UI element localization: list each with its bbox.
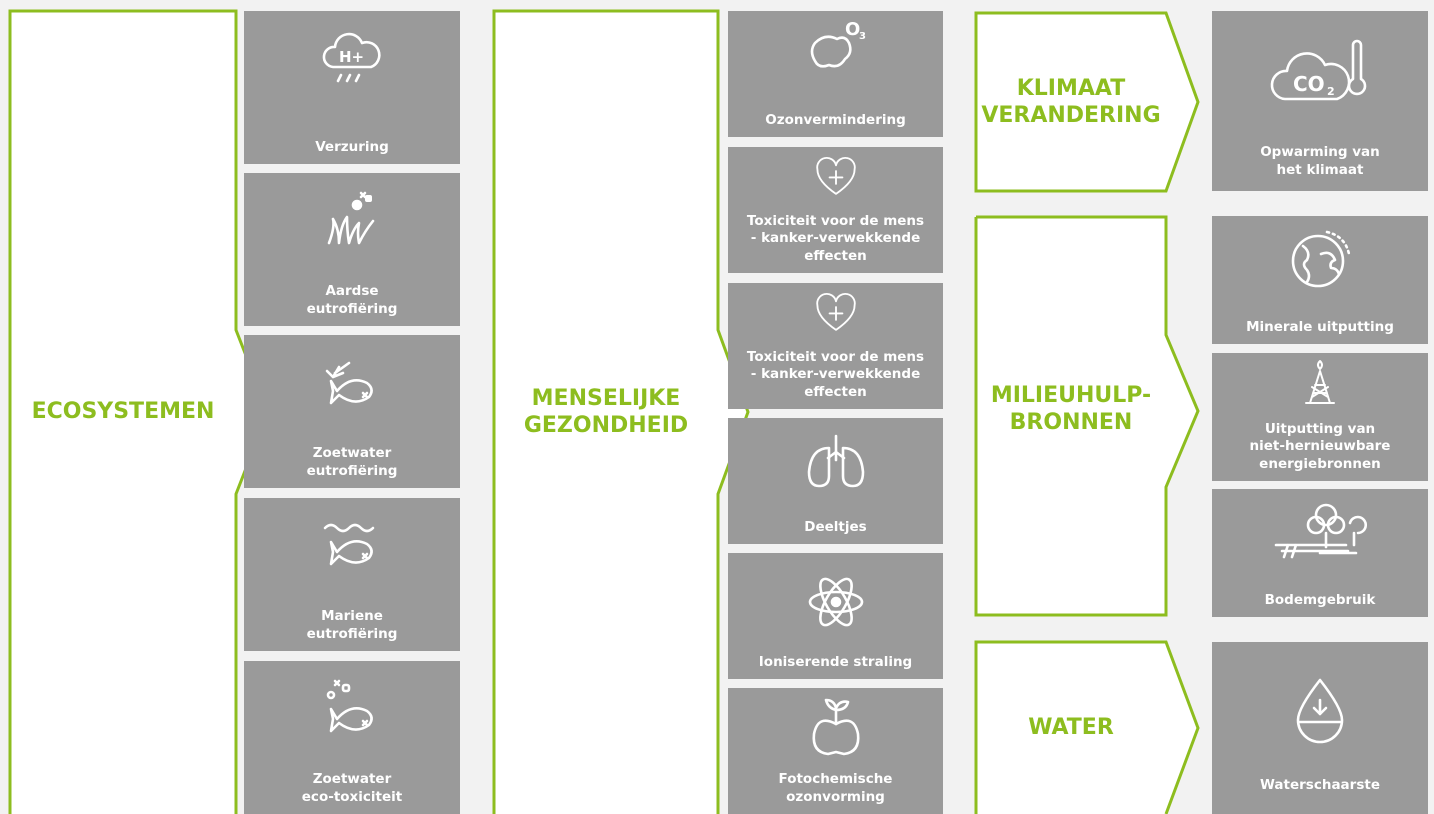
tile-zoetwater-eco-toxiciteit[interactable]: Zoetwater eco-toxiciteit [244, 661, 460, 814]
tile-label: Uitputting van niet-hernieuwbare energie… [1249, 421, 1391, 472]
category-frame [492, 9, 750, 814]
tile-mariene-eutrofiering[interactable]: Mariene eutrofiëring [244, 498, 460, 651]
heart-plus-icon [811, 287, 861, 337]
svg-text:O: O [845, 19, 860, 40]
tile-label: Aardse eutrofiëring [306, 283, 398, 317]
fish-plant-icon [317, 347, 387, 417]
category-ecosystemen: ECOSYSTEMEN [0, 0, 280, 814]
tile-label: Opwarming van het klimaat [1260, 144, 1380, 178]
svg-text:CO: CO [1293, 72, 1325, 96]
tile-verzuring[interactable]: H+ Verzuring [244, 11, 460, 164]
acid-rain-cloud-icon: H+ [317, 23, 387, 93]
tile-label: Waterschaarste [1260, 776, 1380, 793]
atom-icon [801, 567, 871, 637]
category-title: ECOSYSTEMEN [31, 399, 215, 425]
tile-uitputting-energiebronnen[interactable]: Uitputting van niet-hernieuwbare energie… [1212, 353, 1428, 481]
lungs-icon [801, 428, 871, 498]
category-frame [974, 640, 1200, 814]
category-klimaatverandering: KLIMAAT VERANDERING [968, 0, 1228, 200]
category-frame [974, 215, 1200, 617]
category-title: MENSELIJKE GEZONDHEID [523, 385, 689, 439]
tile-toxiciteit-mens-2[interactable]: Toxiciteit voor de mens - kanker-verwekk… [728, 283, 943, 409]
tile-label: Fotochemische ozonvorming [778, 771, 893, 805]
globe-icon [1285, 224, 1355, 294]
apple-sprout-icon [801, 694, 871, 764]
water-drop-icon [1285, 674, 1355, 744]
grass-nutrients-icon [317, 185, 387, 255]
fish-bubbles-icon [317, 673, 387, 743]
category-milieuhulpbronnen: MILIEUHULP- BRONNEN [968, 205, 1228, 625]
category-water: WATER [968, 630, 1228, 814]
category-menselijke-gezondheid: MENSELIJKE GEZONDHEID [480, 0, 760, 814]
svg-text:3: 3 [859, 31, 866, 42]
land-tree-icon [1270, 495, 1370, 565]
tile-ioniserende-straling[interactable]: Ioniserende straling [728, 553, 943, 679]
tile-label: Ozonvermindering [765, 111, 906, 128]
tile-label: Deeltjes [804, 518, 867, 535]
category-title: MILIEUHULP- BRONNEN [990, 382, 1152, 436]
tile-bodemgebruik[interactable]: Bodemgebruik [1212, 489, 1428, 617]
tile-waterschaarste[interactable]: Waterschaarste [1212, 642, 1428, 814]
category-frame [8, 9, 270, 814]
tile-fotochemische-ozonvorming[interactable]: Fotochemische ozonvorming [728, 688, 943, 814]
tile-zoetwater-eutrofiering[interactable]: Zoetwater eutrofiëring [244, 335, 460, 488]
tile-label: Toxiciteit voor de mens - kanker-verwekk… [746, 349, 925, 400]
tile-minerale-uitputting[interactable]: Minerale uitputting [1212, 216, 1428, 344]
category-title: KLIMAAT VERANDERING [981, 75, 1161, 129]
tile-label: Zoetwater eco-toxiciteit [301, 771, 403, 805]
tile-label: Toxiciteit voor de mens - kanker-verwekk… [746, 213, 925, 264]
tile-label: Ioniserende straling [758, 653, 913, 670]
tile-toxiciteit-mens-1[interactable]: Toxiciteit voor de mens - kanker-verwekk… [728, 147, 943, 273]
tile-label: Mariene eutrofiëring [306, 608, 398, 642]
category-title: WATER [1028, 715, 1114, 741]
tile-label: Bodemgebruik [1264, 591, 1376, 608]
heart-plus-icon [811, 151, 861, 201]
tile-label: Minerale uitputting [1246, 318, 1394, 335]
tile-label: Zoetwater eutrofiëring [306, 445, 398, 479]
fish-waves-icon [317, 510, 387, 580]
category-frame [974, 11, 1200, 193]
oil-rig-icon [1300, 359, 1340, 405]
tile-label: Verzuring [315, 138, 389, 155]
tile-deeltjes[interactable]: Deeltjes [728, 418, 943, 544]
tile-aardse-eutrofiering[interactable]: Aardse eutrofiëring [244, 173, 460, 326]
svg-text:H+: H+ [339, 48, 364, 66]
svg-text:2: 2 [1327, 85, 1335, 98]
